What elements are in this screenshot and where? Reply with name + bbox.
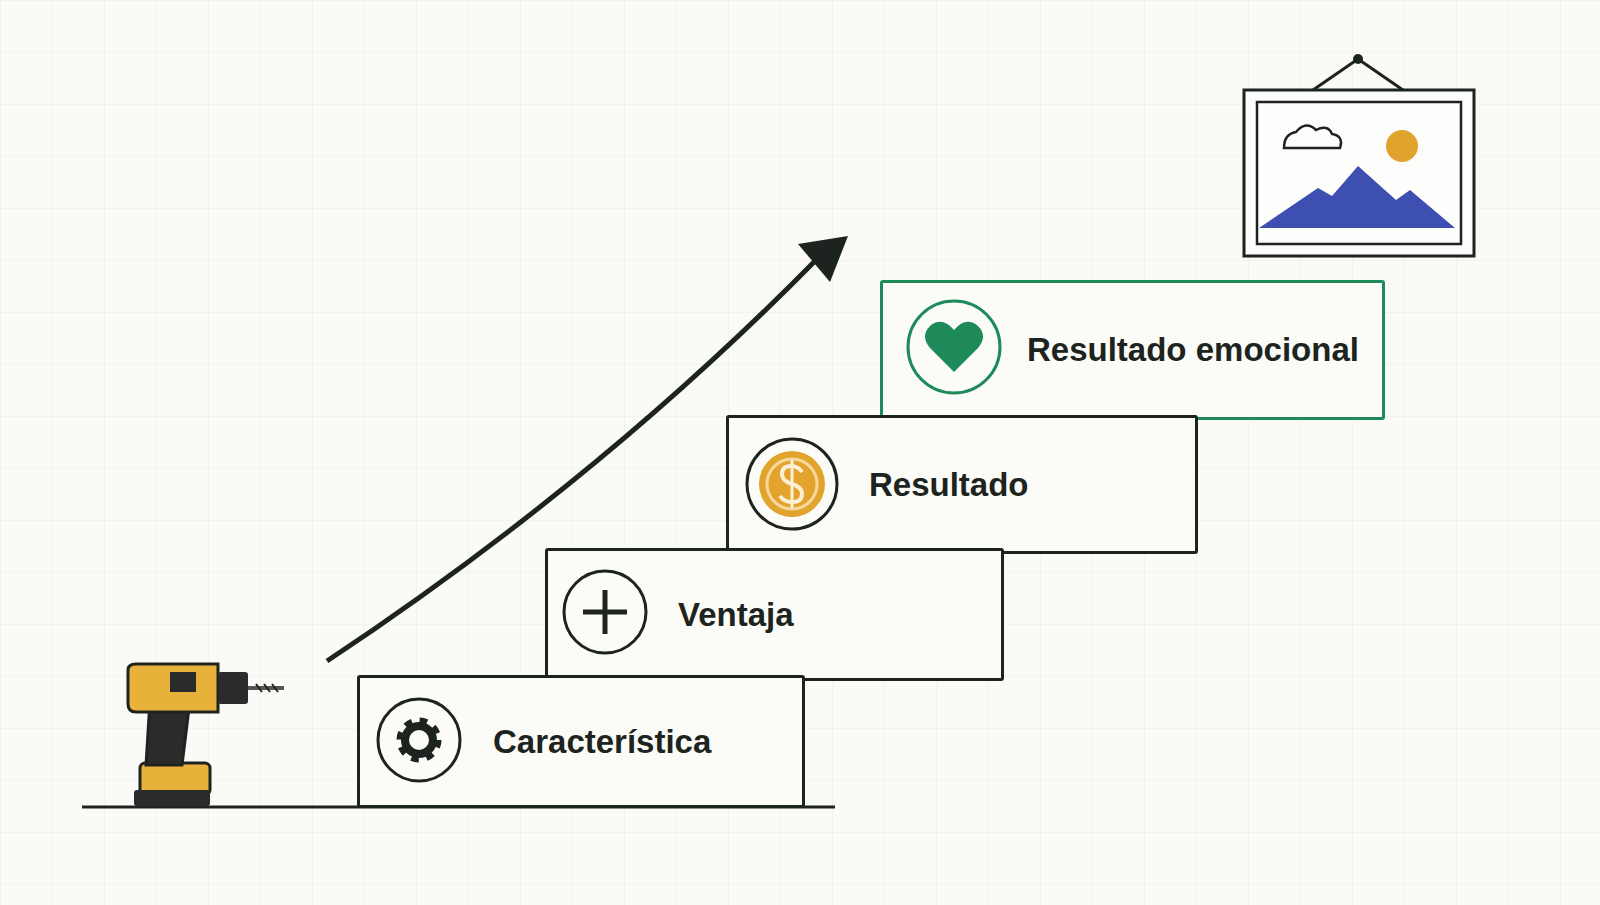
step-label: Resultado bbox=[869, 466, 1029, 504]
step-label: Ventaja bbox=[678, 596, 794, 634]
gear-icon bbox=[378, 699, 460, 781]
step-label: Resultado emocional bbox=[1027, 331, 1359, 369]
coin-icon bbox=[747, 439, 837, 529]
picture-frame bbox=[1244, 54, 1474, 256]
step-box: Resultado bbox=[726, 415, 1198, 554]
plus-icon bbox=[564, 571, 646, 653]
heart-icon bbox=[908, 301, 1000, 393]
step-box: Ventaja bbox=[545, 548, 1004, 681]
step-box: Característica bbox=[357, 675, 805, 808]
step-box: Resultado emocional bbox=[880, 280, 1385, 420]
step-label: Característica bbox=[493, 723, 711, 761]
drill-illustration bbox=[128, 664, 284, 806]
